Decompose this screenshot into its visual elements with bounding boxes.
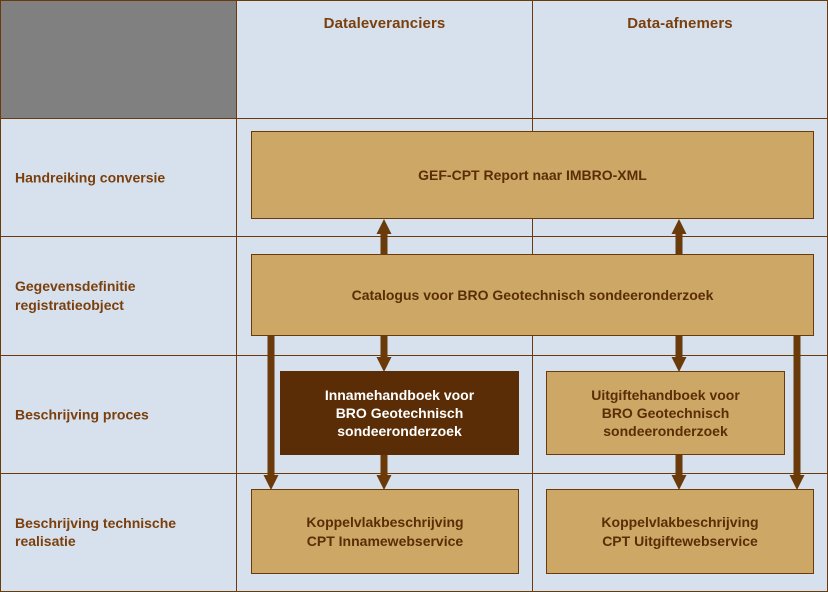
node-label: Koppelvlakbeschrijving CPT Uitgiftewebse… <box>601 514 759 549</box>
node-label: Catalogus voor BRO Geotechnisch sondeero… <box>351 286 714 303</box>
arrow-catalogus-to-gef-cpt-right <box>671 219 687 254</box>
node-gef-cpt-report[interactable]: GEF-CPT Report naar IMBRO-XML <box>251 131 814 219</box>
corner-cell <box>0 0 237 119</box>
row-header-label: Gegevensdefinitie registratieobject <box>15 278 136 313</box>
column-header-dataleveranciers: Dataleveranciers <box>236 0 533 119</box>
arrow-catalogus-to-innamehandboek <box>376 336 392 372</box>
row-header-beschrijving-proces: Beschrijving proces <box>0 355 237 474</box>
node-uitgiftehandboek[interactable]: Uitgiftehandboek voor BRO Geotechnisch s… <box>546 371 785 455</box>
column-header-label: Dataleveranciers <box>323 15 446 32</box>
node-label: Innamehandboek voor BRO Geotechnisch son… <box>324 386 475 440</box>
arrow-uitgiftehandboek-to-koppelvlak-uitgifte <box>671 455 687 490</box>
arrow-catalogus-to-koppelvlak-inname <box>263 336 279 490</box>
row-header-beschrijving-technische-realisatie: Beschrijving technische realisatie <box>0 473 237 592</box>
arrow-catalogus-to-gef-cpt-left <box>376 219 392 254</box>
node-innamehandboek[interactable]: Innamehandboek voor BRO Geotechnisch son… <box>280 371 519 455</box>
row-header-gegevensdefinitie-registratieobject: Gegevensdefinitie registratieobject <box>0 236 237 356</box>
row-header-label: Handreiking conversie <box>15 169 166 186</box>
node-label: GEF-CPT Report naar IMBRO-XML <box>418 166 647 183</box>
column-header-label: Data-afnemers <box>627 15 733 32</box>
arrow-innamehandboek-to-koppelvlak-inname <box>376 455 392 490</box>
node-label: Uitgiftehandboek voor BRO Geotechnisch s… <box>591 386 740 440</box>
arrow-catalogus-to-koppelvlak-uitgifte <box>789 336 805 490</box>
node-koppelvlak-innamewebservice[interactable]: Koppelvlakbeschrijving CPT Innamewebserv… <box>251 489 519 574</box>
row-header-label: Beschrijving proces <box>15 406 149 423</box>
node-label: Koppelvlakbeschrijving CPT Innamewebserv… <box>306 514 464 549</box>
row-header-label: Beschrijving technische realisatie <box>15 514 177 550</box>
arrow-catalogus-to-uitgiftehandboek <box>671 336 687 372</box>
node-koppelvlak-uitgiftewebservice[interactable]: Koppelvlakbeschrijving CPT Uitgiftewebse… <box>546 489 814 574</box>
node-catalogus[interactable]: Catalogus voor BRO Geotechnisch sondeero… <box>251 254 814 336</box>
